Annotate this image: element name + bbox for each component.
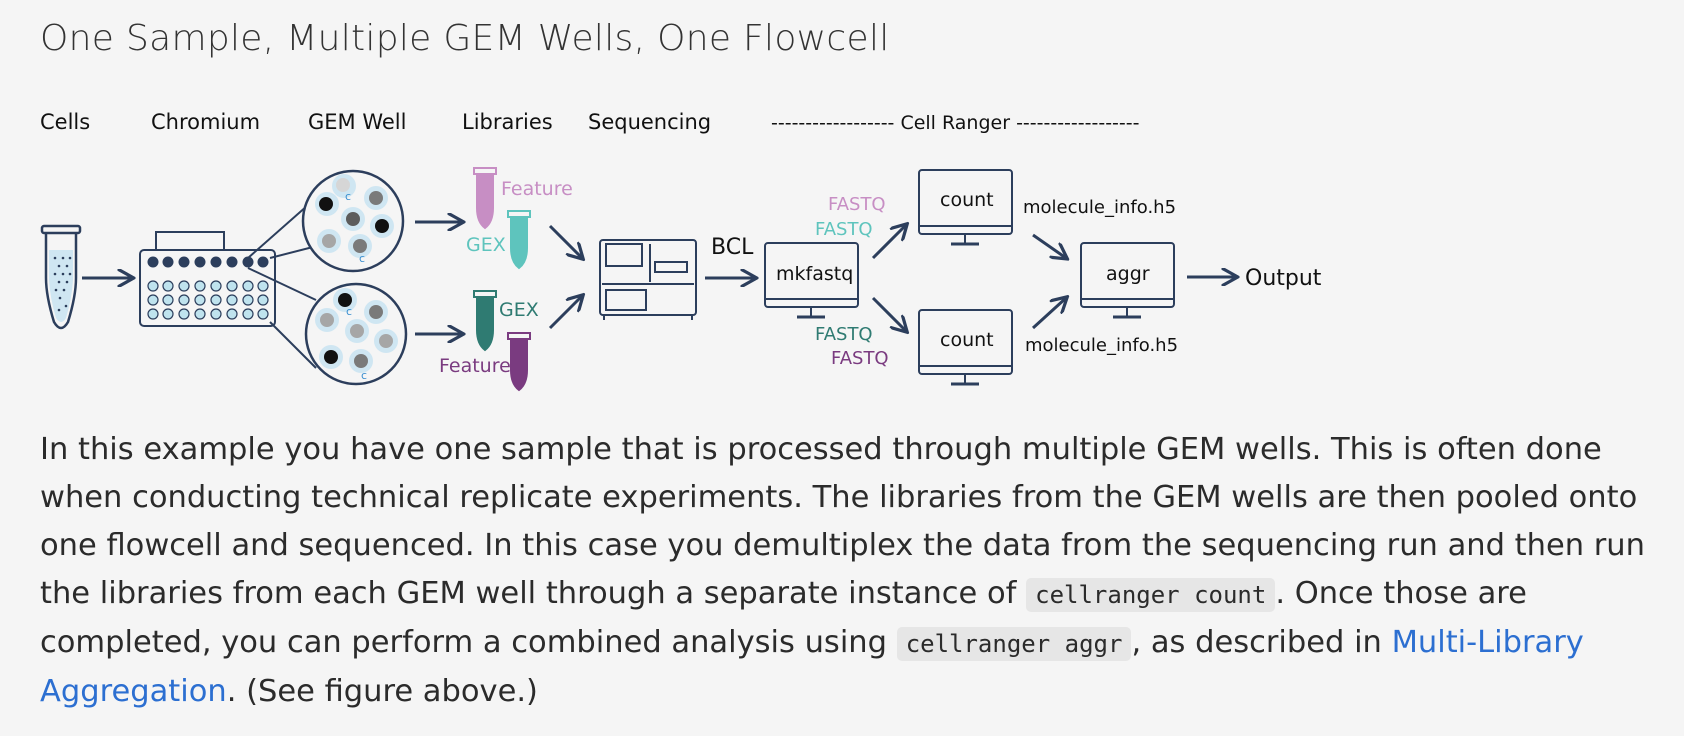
fastq-label-4: FASTQ — [831, 348, 889, 369]
cell-marker: c — [359, 252, 365, 265]
paragraph-text: , as described in — [1131, 625, 1392, 660]
feature-label-top: Feature — [501, 178, 573, 200]
fastq-label-3: FASTQ — [815, 324, 873, 345]
bcl-label: BCL — [711, 235, 754, 260]
code-cellranger-aggr: cellranger aggr — [896, 627, 1132, 661]
gem-well-top-icon: c c — [301, 169, 405, 273]
feature-library-bottom-icon — [507, 332, 531, 392]
cell-marker: c — [361, 369, 367, 382]
code-cellranger-count: cellranger count — [1026, 578, 1276, 612]
cell-tube-icon — [40, 224, 82, 330]
cell-marker: c — [345, 190, 351, 203]
feature-library-top-icon — [473, 167, 497, 230]
paragraph-text: In this example you have one sample that… — [40, 432, 1645, 611]
header-cells: Cells — [40, 110, 90, 134]
count-top-label: count — [940, 189, 994, 211]
paragraph-text: . Once those are completed, you can perf… — [40, 576, 1527, 660]
workflow-diagram: Cells Chromium GEM Well Libraries Sequen… — [40, 110, 1322, 392]
molecule-info-bottom-label: molecule_info.h5 — [1025, 335, 1178, 356]
description-paragraph: In this example you have one sample that… — [40, 426, 1650, 716]
header-gem-well: GEM Well — [308, 110, 406, 134]
page-title: One Sample, Multiple GEM Wells, One Flow… — [40, 18, 890, 59]
header-sequencing: Sequencing — [588, 110, 711, 134]
cell-marker: c — [346, 305, 352, 318]
molecule-info-top-label: molecule_info.h5 — [1023, 197, 1176, 218]
fastq-label-2: FASTQ — [815, 219, 873, 240]
feature-label-bottom: Feature — [439, 355, 511, 377]
count-top-monitor-icon — [918, 169, 1013, 246]
count-bottom-label: count — [940, 329, 994, 351]
fastq-label-1: FASTQ — [828, 194, 886, 215]
header-chromium: Chromium — [151, 110, 260, 134]
gex-label-bottom: GEX — [499, 299, 539, 321]
mkfastq-monitor-icon — [764, 242, 859, 319]
gex-library-top-icon — [507, 210, 531, 270]
gex-library-bottom-icon — [473, 290, 497, 352]
gem-well-bottom-icon: c c — [304, 282, 408, 386]
aggr-monitor-icon — [1080, 242, 1175, 319]
header-libraries: Libraries — [462, 110, 553, 134]
mkfastq-label: mkfastq — [776, 263, 853, 285]
gex-label-top: GEX — [466, 234, 506, 256]
aggr-label: aggr — [1106, 263, 1150, 285]
sequencer-icon — [599, 239, 697, 320]
output-label: Output — [1245, 266, 1322, 291]
multi-library-aggregation-link[interactable]: Multi-Library Aggregation — [40, 625, 1584, 709]
paragraph-text: . (See figure above.) — [226, 674, 538, 709]
chromium-chip-icon — [139, 231, 276, 327]
header-cell-ranger: ------------------ Cell Ranger ---------… — [771, 112, 1139, 134]
count-bottom-monitor-icon — [918, 309, 1013, 386]
